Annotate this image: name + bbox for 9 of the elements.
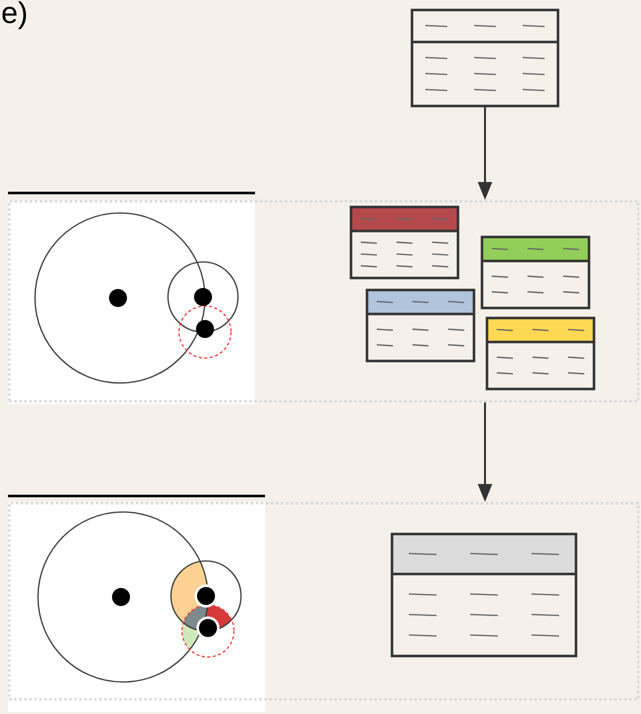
- dotted-panel: [8, 502, 640, 700]
- table-icon: [480, 236, 590, 310]
- table-icon: [486, 316, 596, 390]
- panel-label: e): [2, 1, 26, 30]
- table-icon: [350, 206, 460, 280]
- table-icon: [410, 8, 560, 108]
- table-icon: [390, 532, 578, 658]
- dotted-panel: [8, 200, 640, 402]
- table-icon: [366, 288, 476, 362]
